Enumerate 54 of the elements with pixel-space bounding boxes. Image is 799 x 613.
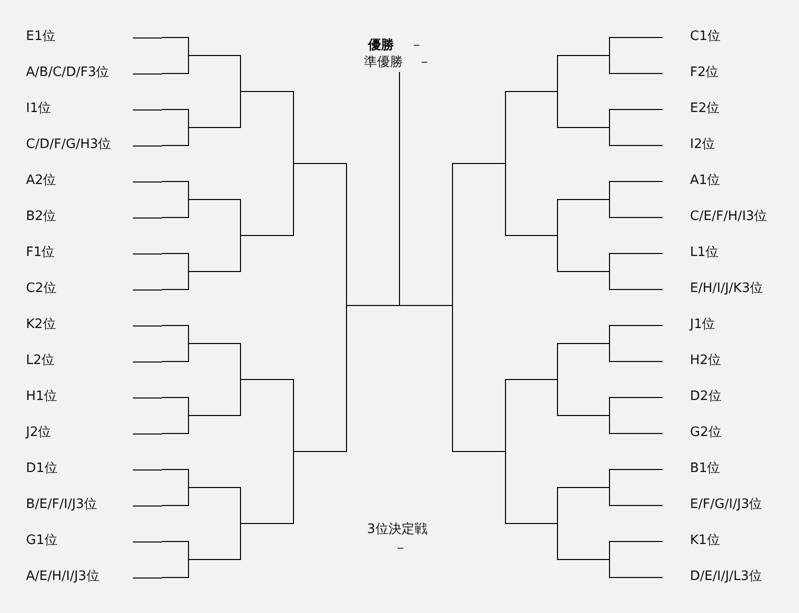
team-label: A/B/C/D/F3位: [26, 65, 110, 80]
team-label: K1位: [662, 533, 720, 549]
team-label: E/H/I/J/K3位: [662, 281, 763, 297]
bracket-line: [162, 37, 189, 74]
team-label: L2位: [26, 353, 55, 368]
team-label: D2位: [662, 389, 722, 405]
team-label: F1位: [26, 245, 55, 260]
team-label: I1位: [26, 101, 52, 116]
bracket-line: [609, 181, 663, 218]
team-label: D1位: [26, 461, 58, 476]
team-label: C2位: [26, 281, 56, 296]
bracket-line: [609, 469, 663, 506]
bracket-line: [162, 109, 189, 146]
team-label: B2位: [26, 209, 56, 224]
team-label: E/F/G/I/J3位: [662, 497, 762, 513]
bracket-line: [609, 37, 663, 74]
team-label: G1位: [26, 533, 58, 548]
bracket-line: [162, 397, 189, 434]
team-label: E2位: [662, 101, 720, 117]
team-label: K2位: [26, 317, 56, 332]
team-label: C/E/F/H/I3位: [662, 209, 768, 225]
bracket-line: [609, 325, 663, 362]
team-label: D/E/I/J/L3位: [662, 569, 762, 585]
team-label: I2位: [662, 137, 716, 153]
bracket-line: [162, 325, 189, 362]
placeholder-dash: －: [394, 541, 407, 557]
team-label: C/D/F/G/H3位: [26, 137, 112, 152]
team-label: A1位: [662, 173, 720, 189]
bracket-line: [609, 397, 663, 434]
placeholder-dash: －: [418, 55, 431, 71]
placeholder-dash: －: [410, 38, 423, 54]
team-label: B1位: [662, 461, 720, 477]
bracket-line: [609, 541, 663, 578]
bracket-line: [162, 541, 189, 578]
team-label: J2位: [26, 425, 52, 440]
bracket-line: [162, 253, 189, 290]
team-label: H2位: [662, 353, 722, 369]
team-label: G2位: [662, 425, 722, 441]
third-place-label: 3位決定戦: [367, 522, 428, 538]
champion-label: 優勝: [368, 38, 394, 54]
bracket-line: [162, 469, 189, 506]
team-label: A2位: [26, 173, 56, 188]
bracket-line: [162, 181, 189, 218]
team-label: C1位: [662, 29, 720, 45]
bracket-line: [609, 109, 663, 146]
bracket-line: [609, 253, 663, 290]
runner-up-label: 準優勝: [364, 55, 403, 71]
team-label: J1位: [662, 317, 716, 333]
team-label: H1位: [26, 389, 58, 404]
team-label: B/E/F/I/J3位: [26, 497, 98, 512]
team-label: L1位: [662, 245, 719, 261]
team-label: F2位: [662, 65, 719, 81]
team-label: E1位: [26, 29, 56, 44]
team-label: A/E/H/I/J3位: [26, 569, 100, 584]
